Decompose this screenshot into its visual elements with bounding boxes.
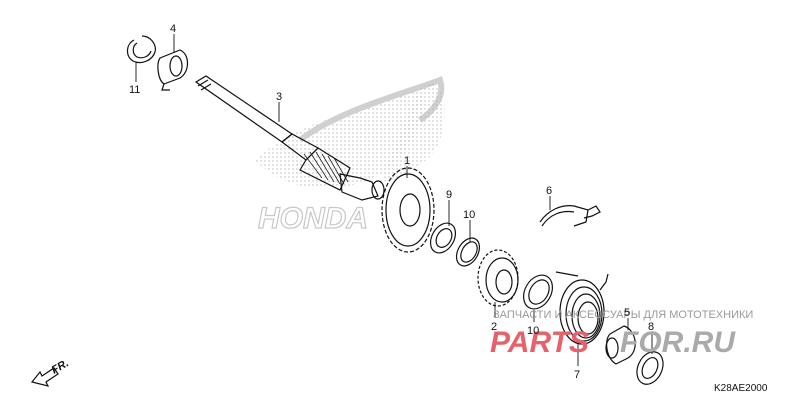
- callout-9: 9: [446, 189, 452, 201]
- shop-watermark: ЗАПЧАСТИ И АКСЕССУАРЫ ДЛЯ МОТОТЕХНИКИ PA…: [490, 309, 753, 359]
- circlip-part-11: [126, 35, 156, 64]
- washer-part-8: [636, 351, 664, 385]
- ratchet-part-2: [477, 249, 519, 307]
- arrow-icon: [30, 367, 59, 387]
- washer-part-9: [429, 222, 457, 254]
- collar-part-4: [157, 49, 189, 91]
- collar-part-5: [605, 325, 636, 365]
- circlip-part-10-upper: [455, 237, 481, 267]
- callout-6: 6: [546, 185, 552, 197]
- callout-3: 3: [276, 91, 282, 103]
- callout-4: 4: [170, 23, 176, 35]
- callout-1: 1: [404, 155, 410, 167]
- callout-10-lower: 10: [527, 325, 539, 337]
- callout-5: 5: [624, 307, 630, 319]
- callout-10-upper: 10: [463, 209, 475, 221]
- front-label: FR.: [50, 357, 71, 376]
- callout-11: 11: [129, 84, 140, 96]
- front-direction-indicator: FR.: [30, 357, 71, 387]
- callout-2: 2: [491, 321, 497, 333]
- spindle-part-3: [194, 75, 385, 201]
- leader-lines: [135, 34, 653, 366]
- shop-brand-parts: PARTS: [490, 326, 589, 359]
- callout-8: 8: [648, 321, 654, 333]
- callout-7: 7: [574, 369, 580, 381]
- spring-clip-part-6: [539, 205, 601, 227]
- shop-brand-for: FOR.RU: [620, 326, 736, 359]
- callout-labels: 11 4 3 1 9 10 6 2 10 5 8 7: [129, 23, 654, 381]
- shop-tagline: ЗАПЧАСТИ И АКСЕССУАРЫ ДЛЯ МОТОТЕХНИКИ: [493, 309, 753, 321]
- gear-part-1: [381, 167, 435, 253]
- honda-wing-watermark: [255, 76, 445, 189]
- diagram-code: K28AE2000: [714, 383, 768, 394]
- honda-text-watermark: HONDA: [258, 202, 368, 235]
- spring-part-7: [555, 271, 609, 345]
- circlip-part-10-lower: [522, 274, 554, 310]
